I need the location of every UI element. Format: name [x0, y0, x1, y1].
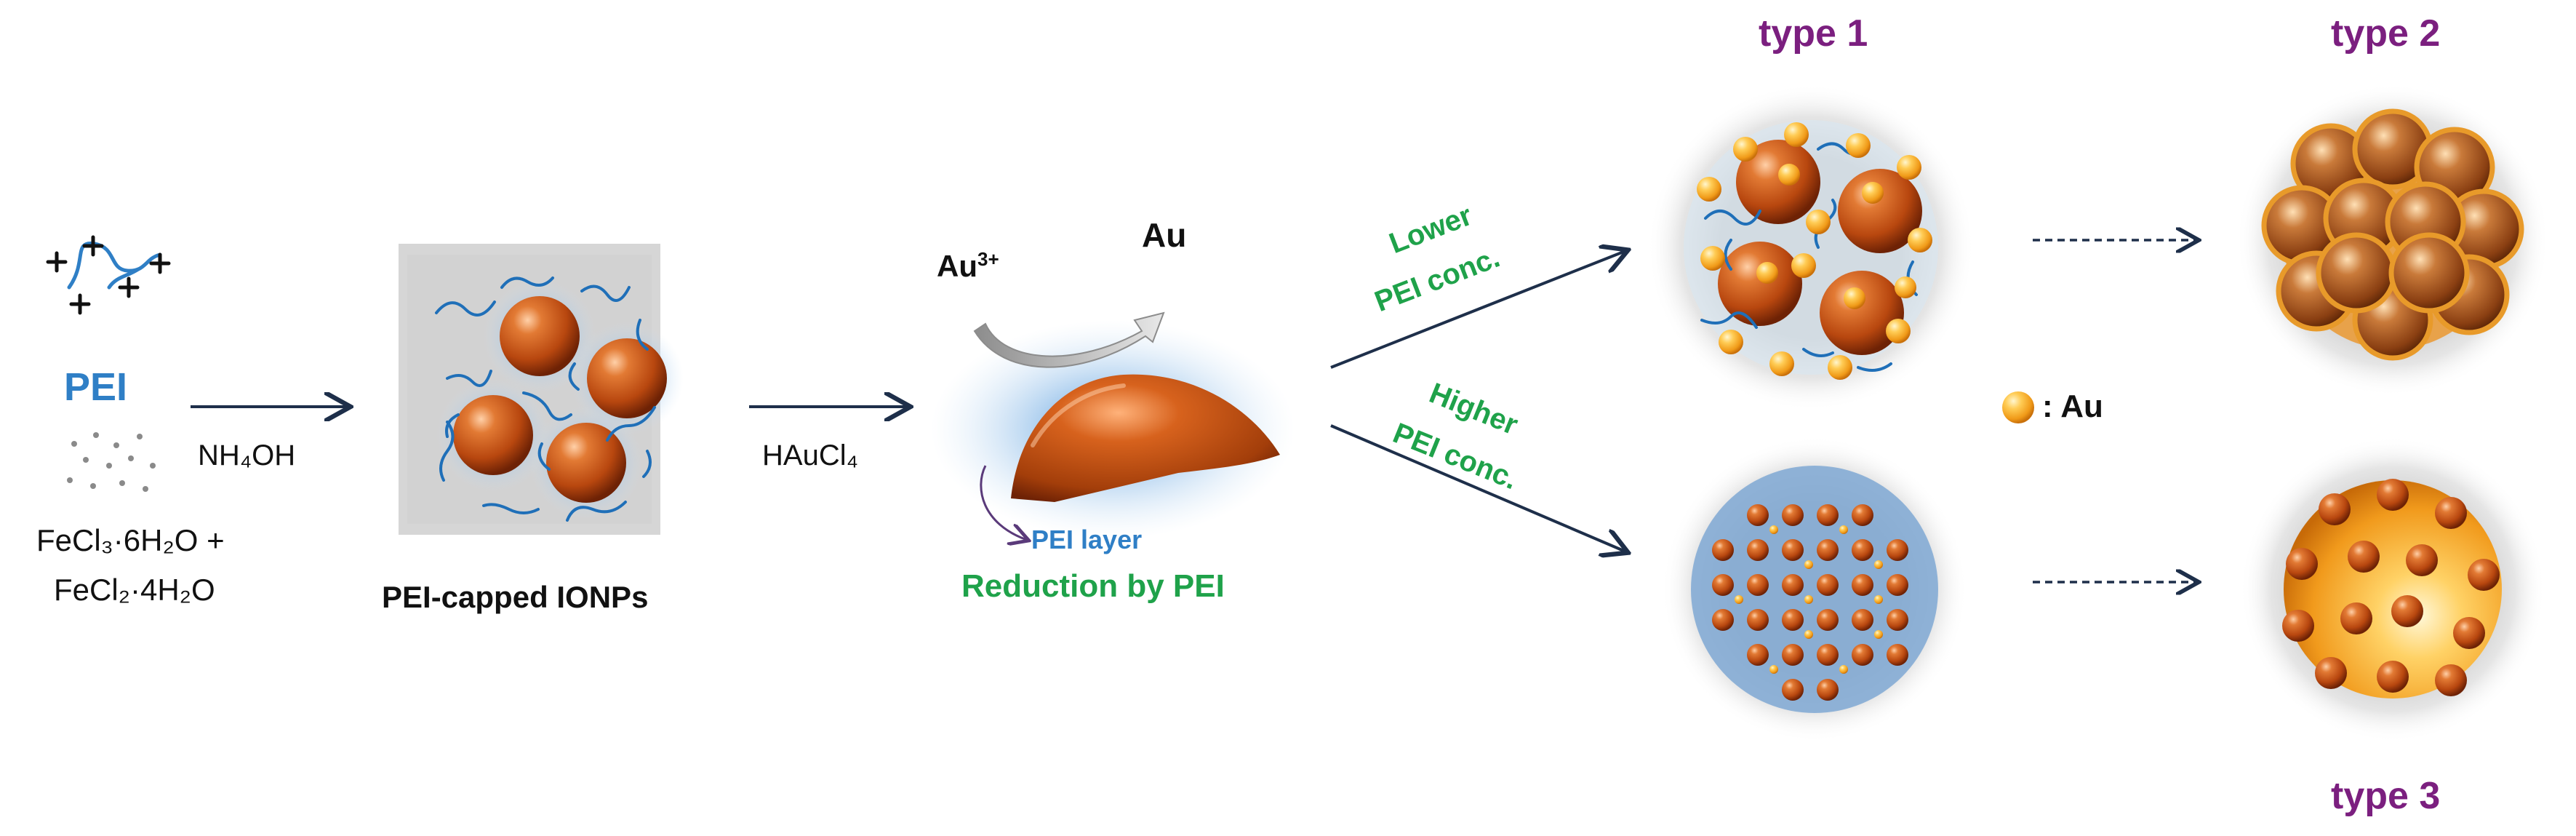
dispersed-ionp — [1887, 644, 1908, 666]
iron-precursor-dots — [67, 432, 156, 492]
type2-particle-figure — [2236, 84, 2549, 397]
dispersed-ionp — [1712, 574, 1734, 596]
dispersed-ionp — [1887, 539, 1908, 561]
dispersed-ionp — [1782, 574, 1804, 596]
dispersed-ionp — [1747, 609, 1769, 631]
pei-layer-dome-figure — [931, 320, 1295, 538]
dispersed-ionp — [1817, 539, 1839, 561]
higher-conc-particle-figure — [1662, 437, 1967, 742]
dispersed-ionp — [1817, 679, 1839, 701]
dispersed-ionp — [1852, 539, 1873, 561]
dispersed-ionp — [1887, 609, 1908, 631]
dispersed-ionp — [1712, 609, 1734, 631]
dispersed-ionp — [1817, 644, 1839, 666]
au-seed — [1874, 595, 1883, 604]
type1-ionp-cores — [1718, 140, 1922, 355]
ionp-particles — [453, 296, 667, 503]
label-pei-layer: PEI layer — [1031, 525, 1143, 554]
au-seed — [1769, 665, 1778, 674]
reduction-curved-arrow — [973, 311, 1165, 368]
type3-surface-ionps — [2282, 479, 2500, 696]
dispersed-ionp — [1747, 539, 1769, 561]
legend-au-sphere-icon — [2002, 391, 2034, 423]
title-type2: type 2 — [2331, 12, 2441, 55]
pei-label: PEI — [64, 365, 128, 409]
dispersed-ionp — [1747, 574, 1769, 596]
reagent-haucl4: HAuCl₄ — [762, 439, 858, 471]
type2-shell-spheres — [2261, 108, 2524, 361]
dispersed-ionp — [1782, 609, 1804, 631]
caption-pei-capped-ionps: PEI-capped IONPs — [382, 580, 649, 614]
au-seed — [1804, 560, 1813, 569]
caption-reduction-by-pei: Reduction by PEI — [961, 568, 1225, 604]
dispersed-ionp — [1817, 574, 1839, 596]
dispersed-ionp — [1782, 679, 1804, 701]
dispersed-ionp — [1782, 644, 1804, 666]
type3-particle-figure — [2240, 437, 2545, 742]
au-seed — [1874, 560, 1883, 569]
dispersed-ionp — [1712, 539, 1734, 561]
title-type1: type 1 — [1759, 12, 1868, 55]
au-seed — [1839, 665, 1848, 674]
au-seed — [1874, 630, 1883, 639]
dispersed-ionp — [1747, 644, 1769, 666]
arrow-higher-conc — [1330, 424, 1625, 552]
dispersed-ionp — [1852, 609, 1873, 631]
dispersed-ionp — [1852, 504, 1873, 526]
label-au3-plus: Au3+ — [937, 248, 999, 283]
precursor-fecl3: FeCl₃·6H₂O + — [36, 523, 225, 557]
au-seed — [1769, 525, 1778, 534]
title-type3: type 3 — [2331, 775, 2441, 817]
au-seed — [1804, 630, 1813, 639]
dispersed-ionp — [1782, 504, 1804, 526]
dispersed-ionp — [1817, 504, 1839, 526]
au-seed — [1839, 525, 1848, 534]
type1-au-seeds — [1697, 122, 1932, 380]
dispersed-ionp — [1747, 504, 1769, 526]
arrow-lower-conc — [1330, 251, 1625, 369]
au-seed — [1804, 595, 1813, 604]
dispersed-ionp — [1887, 574, 1908, 596]
pei-polymer-icon — [46, 235, 171, 315]
dispersed-ionp — [1782, 539, 1804, 561]
label-au: Au — [1142, 216, 1187, 254]
pei-capped-ionps-figure — [399, 244, 684, 535]
dispersed-ionp-au-seeds — [1712, 504, 1908, 701]
pei-chains — [435, 276, 656, 522]
precursor-fecl2: FeCl₂·4H₂O — [54, 573, 215, 607]
dispersed-ionp — [1817, 609, 1839, 631]
dispersed-ionp — [1852, 574, 1873, 596]
au-seed — [1735, 595, 1743, 604]
legend-au-label: : Au — [2042, 389, 2103, 424]
dispersed-ionp — [1852, 644, 1873, 666]
pei-layer-pointer — [980, 465, 1027, 540]
reagent-nh4oh: NH₄OH — [198, 439, 296, 471]
type1-particle-figure — [1647, 84, 1975, 411]
